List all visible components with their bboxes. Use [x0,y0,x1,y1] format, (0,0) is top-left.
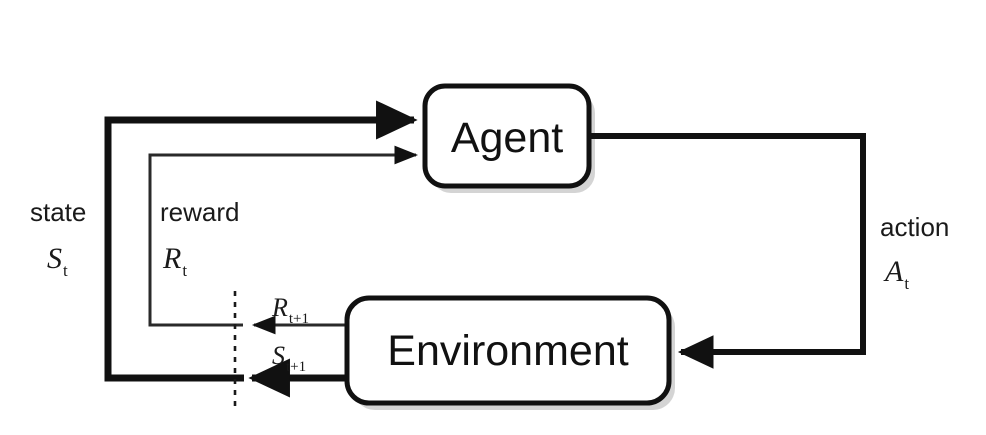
state-feedback-rail [104,100,418,382]
edge-label-state: state St [30,197,86,280]
edge-label-reward-next: Rt+1 [271,293,309,327]
edge-state-feedback [104,100,418,398]
environment-box-label: Environment [387,327,628,375]
state-label-symbol: St [47,242,68,280]
reward-symbol-base: R [162,242,181,275]
environment-box[interactable] [344,295,672,406]
action-symbol-subscript: t [904,274,909,293]
edge-label-action: action At [880,212,949,293]
state-label-word: state [30,197,86,227]
state-next-symbol-base: S [272,341,285,370]
node-agent[interactable]: Agent [422,83,592,189]
edge-label-state-next: St+1 [272,341,306,375]
action-label-symbol: At [883,255,909,293]
reward-next-symbol: Rt+1 [271,293,309,327]
state-next-symbol-subscript: t+1 [286,359,306,375]
reward-label-symbol: Rt [162,242,187,280]
reward-next-symbol-subscript: t+1 [289,311,309,327]
action-label-word: action [880,212,949,242]
agent-box-label: Agent [451,114,563,162]
edge-label-reward: reward Rt [160,197,239,280]
reward-feedback-rail [148,145,419,327]
node-environment[interactable]: Environment [344,295,672,406]
action-symbol-base: A [883,255,904,288]
edge-reward-feedback [148,145,419,335]
reward-label-word: reward [160,197,239,227]
state-symbol-base: S [47,242,62,275]
action-rail [589,133,866,369]
reward-symbol-subscript: t [182,261,187,280]
reward-next-symbol-base: R [271,293,288,322]
state-next-symbol: St+1 [272,341,306,375]
agent-box[interactable] [422,83,592,189]
state-symbol-subscript: t [63,261,68,280]
edge-action-forward [589,133,866,369]
